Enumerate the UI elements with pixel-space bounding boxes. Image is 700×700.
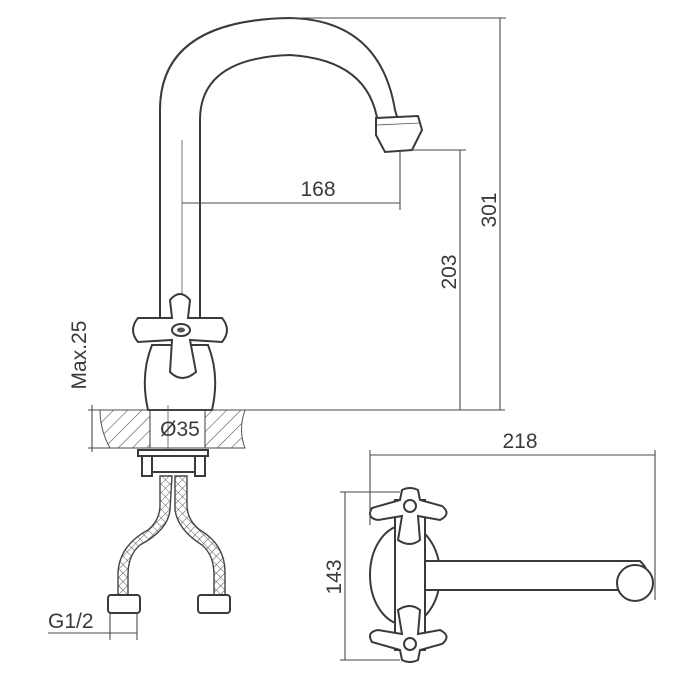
dimension-168: 168: [182, 150, 401, 210]
dimension-143: 143: [323, 491, 400, 661]
dimension-203: 203: [405, 149, 466, 410]
cross-handle-side: [132, 293, 228, 379]
flexible-hoses: [107, 475, 231, 614]
thread-label: G1/2: [48, 610, 94, 633]
mounting-hardware: [137, 449, 209, 477]
mount-hole-label: Ø35: [160, 418, 200, 441]
dimension-218: 218: [369, 430, 656, 600]
top-width-label: 143: [323, 559, 346, 594]
dimension-g12: G1/2: [48, 610, 138, 640]
top-view: [369, 487, 654, 663]
cross-handle-bottom: [369, 605, 448, 663]
total-height-label: 301: [478, 192, 501, 227]
countertop-section: [88, 405, 505, 465]
dimension-max25: Max.25: [68, 321, 93, 452]
max-thickness-label: Max.25: [68, 321, 91, 390]
dimension-301: 301: [290, 17, 506, 410]
spout-reach-label: 168: [300, 178, 335, 201]
spout: [159, 16, 424, 321]
spout-height-label: 203: [438, 254, 461, 289]
aerator-nozzle: [375, 114, 424, 154]
top-length-label: 218: [502, 430, 537, 453]
cross-handle-top: [369, 487, 448, 545]
